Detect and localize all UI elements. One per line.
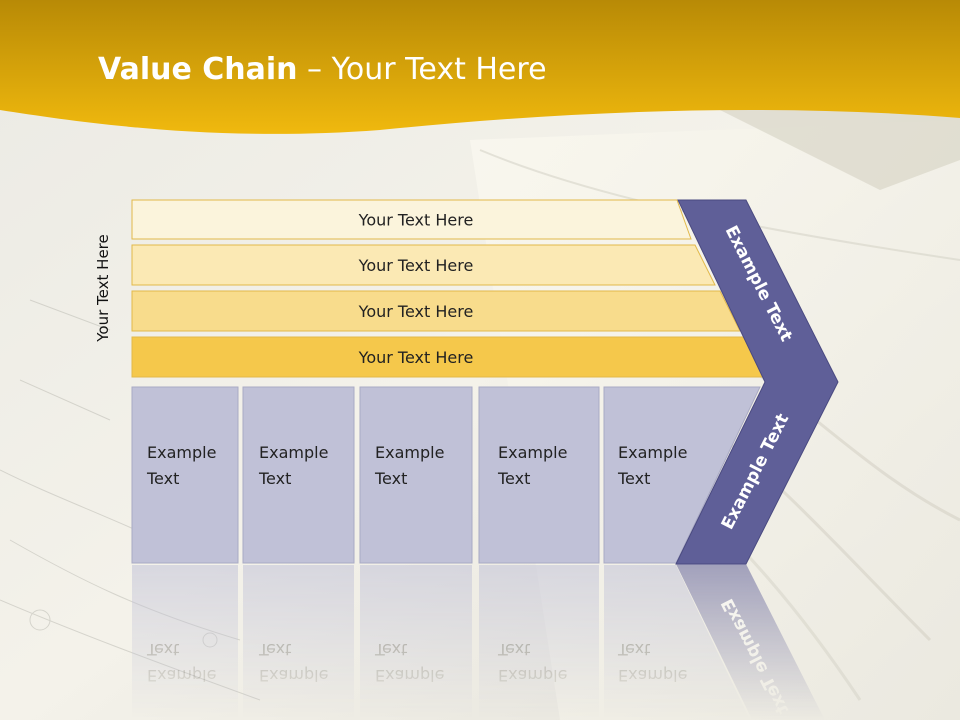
activity-box-label-line2: Text: [258, 469, 291, 488]
reflection-label: Example: [259, 666, 328, 685]
reflection-box: [132, 565, 238, 720]
activity-box-label-line1: Example: [375, 443, 444, 462]
bar-shape: [131, 290, 741, 332]
activity-box: [242, 386, 355, 564]
activity-box: [359, 386, 473, 564]
reflection-box: [243, 565, 354, 720]
slide-title: Value Chain – Your Text Here: [98, 52, 547, 88]
bar-label: Your Text Here: [358, 256, 474, 275]
bar-label: Your Text Here: [358, 348, 474, 367]
reflection-label: Example: [498, 666, 567, 685]
bar-label: Your Text Here: [358, 302, 474, 321]
reflection-chevron: [676, 564, 825, 720]
bar-shape: [131, 244, 716, 286]
activity-box-label-line1: Example: [498, 443, 567, 462]
reflection-label: Text: [258, 640, 291, 659]
reflection-label: Text: [617, 640, 650, 659]
activity-box-label-line1: Example: [147, 443, 216, 462]
reflection-box: [479, 565, 599, 720]
activity-box-label-line2: Text: [617, 469, 650, 488]
activity-box-label-line1: Example: [618, 443, 687, 462]
reflection-box: [360, 565, 472, 720]
activity-box: [131, 386, 239, 564]
reflection-label: Text: [146, 640, 179, 659]
activity-box-label-line2: Text: [497, 469, 530, 488]
title-rest: – Your Text Here: [297, 52, 547, 87]
reflection-label: Example: [618, 666, 687, 685]
bar-label: Your Text Here: [358, 211, 474, 230]
reflection-label: Example: [147, 666, 216, 685]
reflection-label: Text: [374, 640, 407, 659]
reflection-label: Example: [375, 666, 444, 685]
bar-shape: [131, 199, 692, 240]
reflection-box: [604, 565, 750, 720]
title-bold: Value Chain: [98, 52, 298, 87]
activity-box-label-line1: Example: [259, 443, 328, 462]
activity-box-label-line2: Text: [374, 469, 407, 488]
reflection-label: Text: [497, 640, 530, 659]
activity-box: [478, 386, 600, 564]
activity-box-label-line2: Text: [146, 469, 179, 488]
